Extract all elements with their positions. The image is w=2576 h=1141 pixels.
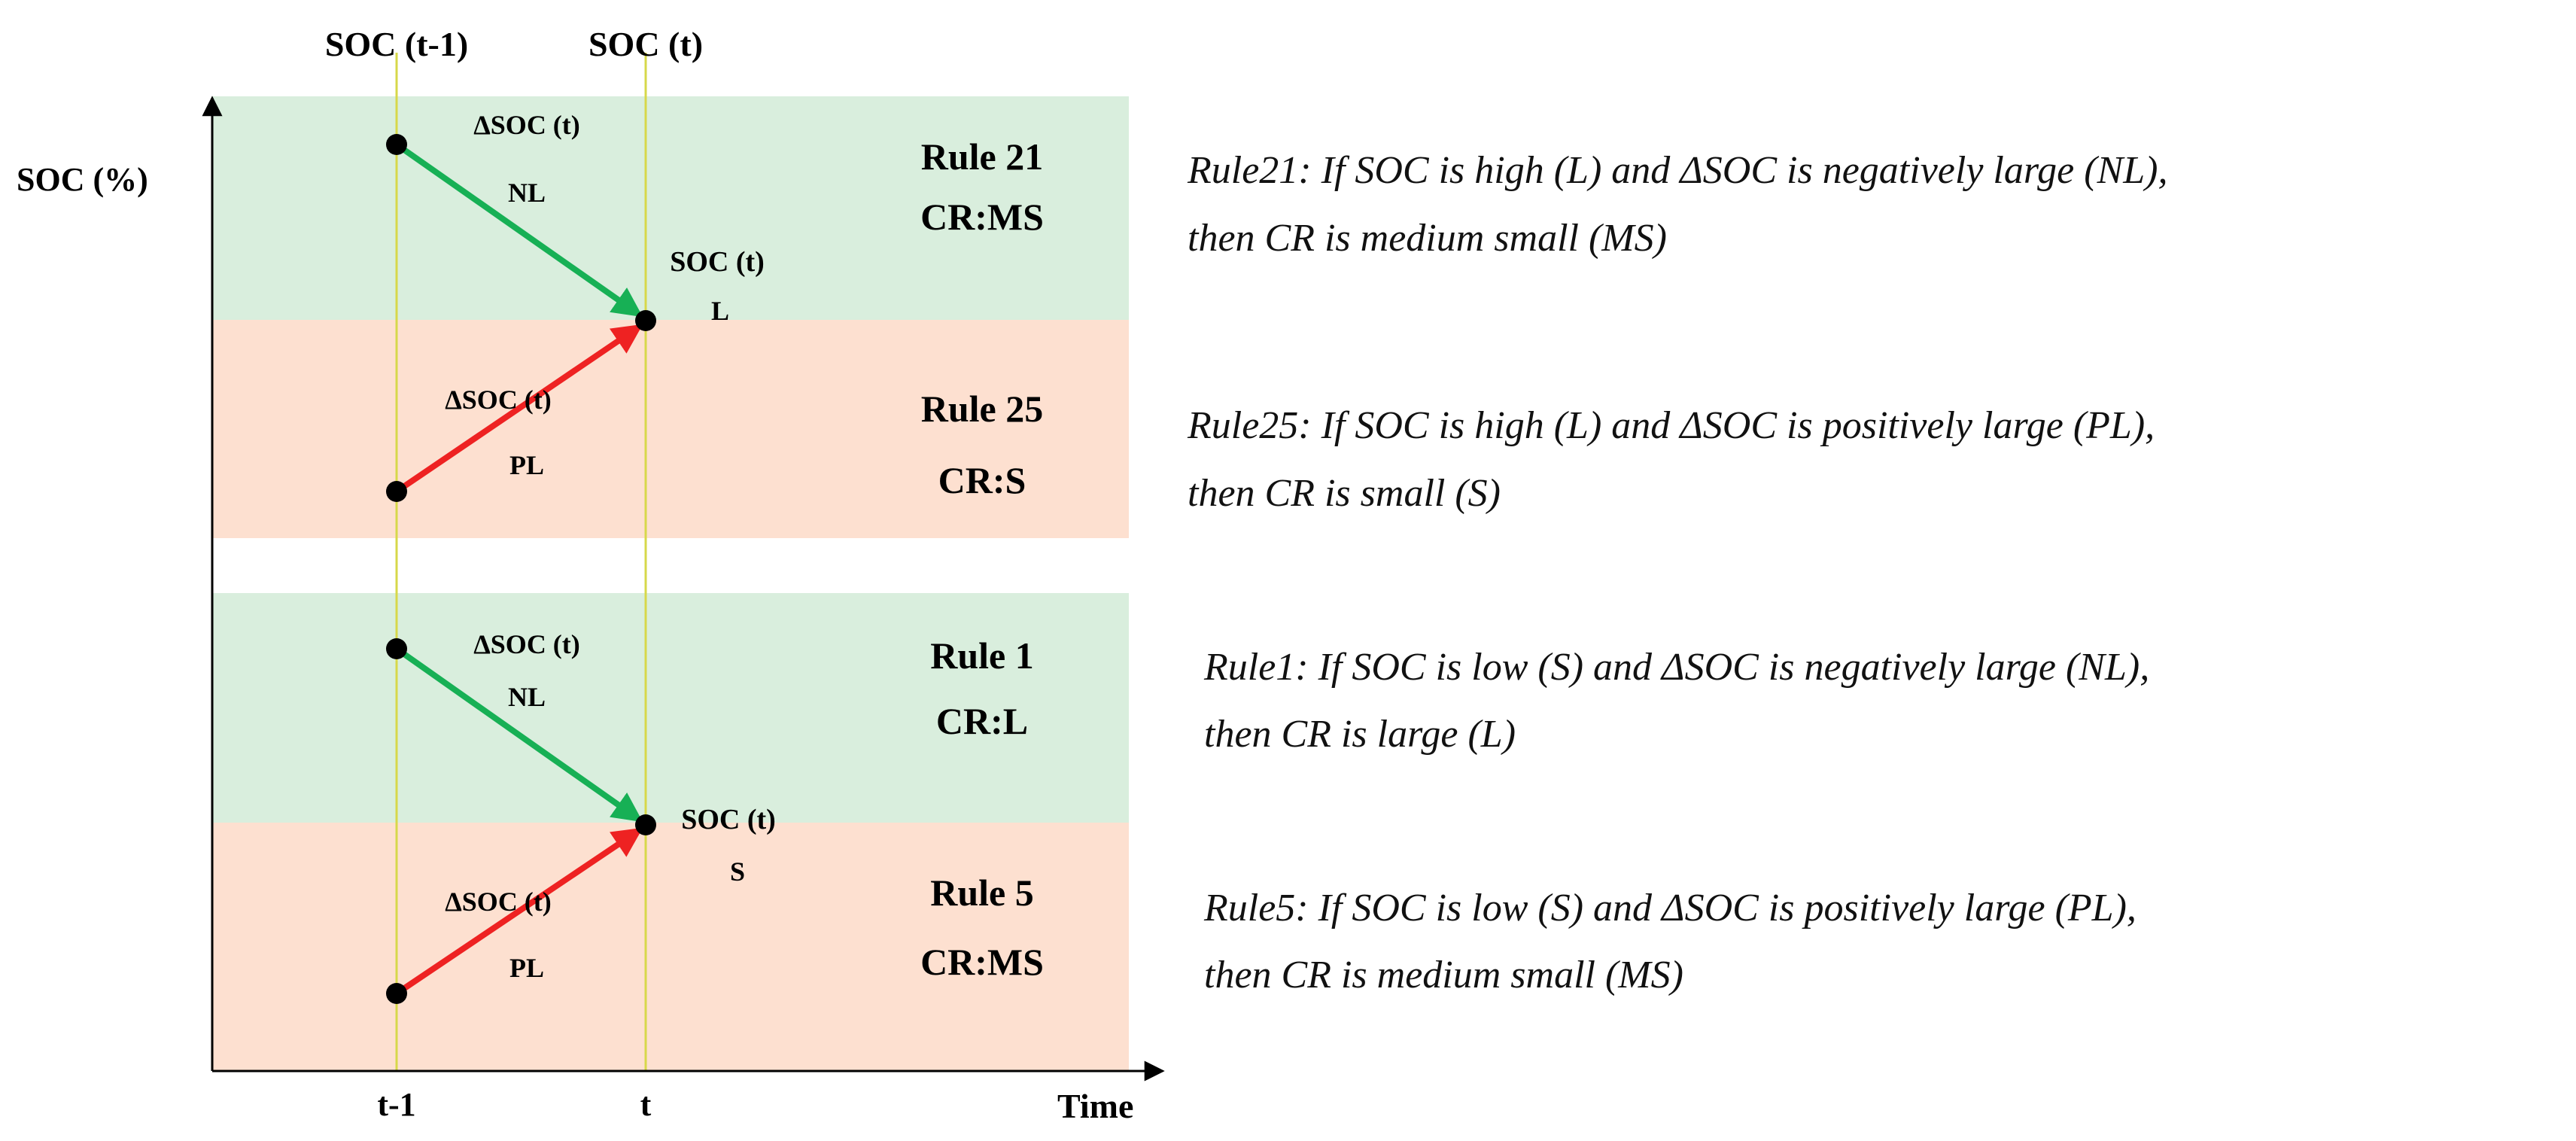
rule-1-description-line-1: Rule1: If SOC is low (S) and ΔSOC is neg… xyxy=(1203,646,2149,689)
rule-21-description-line-1: Rule21: If SOC is high (L) and ΔSOC is n… xyxy=(1187,149,2167,192)
x-axis-label: Time xyxy=(1057,1087,1133,1125)
rule-21-delta-class: NL xyxy=(508,178,546,208)
rule-1-title: Rule 1 xyxy=(930,634,1034,677)
point-rule-1-start xyxy=(386,638,407,659)
rule-25-description-line-1: Rule25: If SOC is high (L) and ΔSOC is p… xyxy=(1187,404,2155,447)
rule-5-delta-label: ΔSOC (t) xyxy=(445,887,552,917)
rule-5-title: Rule 5 xyxy=(930,872,1034,914)
point-soc-t-high xyxy=(635,310,656,331)
top-label-soc-t: SOC (t) xyxy=(588,25,703,63)
band-rule-1 xyxy=(212,593,1129,823)
top-label-soc-t-1: SOC (t-1) xyxy=(325,25,468,63)
rule-21-cr: CR:MS xyxy=(920,196,1044,238)
rule-25-delta-label: ΔSOC (t) xyxy=(445,385,552,415)
arrow-rule-5-pl xyxy=(394,826,643,996)
rule-1-delta-class: NL xyxy=(508,682,546,712)
rule-1-soc-label: SOC (t) xyxy=(681,804,776,835)
rule-5-delta-class: PL xyxy=(509,953,544,983)
rule-5-description-line-1: Rule5: If SOC is low (S) and ΔSOC is pos… xyxy=(1203,887,2137,930)
rule-1-soc-class: S xyxy=(730,857,745,887)
rule-25-title: Rule 25 xyxy=(921,388,1044,430)
rule-5-description-line-2: then CR is medium small (MS) xyxy=(1204,954,1683,996)
rule-1-delta-label: ΔSOC (t) xyxy=(473,629,580,659)
rule-21-title: Rule 21 xyxy=(921,135,1044,178)
rule-21-description-line-2: then CR is medium small (MS) xyxy=(1188,217,1667,260)
band-rule-21 xyxy=(212,96,1129,320)
rule-1-cr: CR:L xyxy=(936,700,1028,742)
rule-21-delta-label: ΔSOC (t) xyxy=(473,110,580,140)
point-rule-5-start xyxy=(386,983,407,1004)
y-axis-label: SOC (%) xyxy=(17,161,148,198)
rule-25-delta-class: PL xyxy=(509,450,544,480)
arrow-rule-1-nl xyxy=(394,646,643,823)
rule-1-description-line-2: then CR is large (L) xyxy=(1204,713,1516,756)
point-rule-25-start xyxy=(386,481,407,502)
rule-25-cr: CR:S xyxy=(938,459,1026,501)
x-tick-t-1: t-1 xyxy=(377,1086,415,1123)
point-soc-t-low xyxy=(635,814,656,835)
rule-21-soc-class: L xyxy=(711,296,729,326)
rule-25-description-line-2: then CR is small (S) xyxy=(1188,472,1501,515)
band-rule-25 xyxy=(212,320,1129,538)
arrow-rule-25-pl xyxy=(394,323,643,494)
point-rule-21-start xyxy=(386,134,407,155)
rule-21-soc-label: SOC (t) xyxy=(670,246,765,278)
band-rule-5 xyxy=(212,823,1129,1071)
arrow-rule-21-nl xyxy=(394,141,643,318)
x-tick-t: t xyxy=(640,1086,652,1123)
rule-5-cr: CR:MS xyxy=(920,941,1044,983)
